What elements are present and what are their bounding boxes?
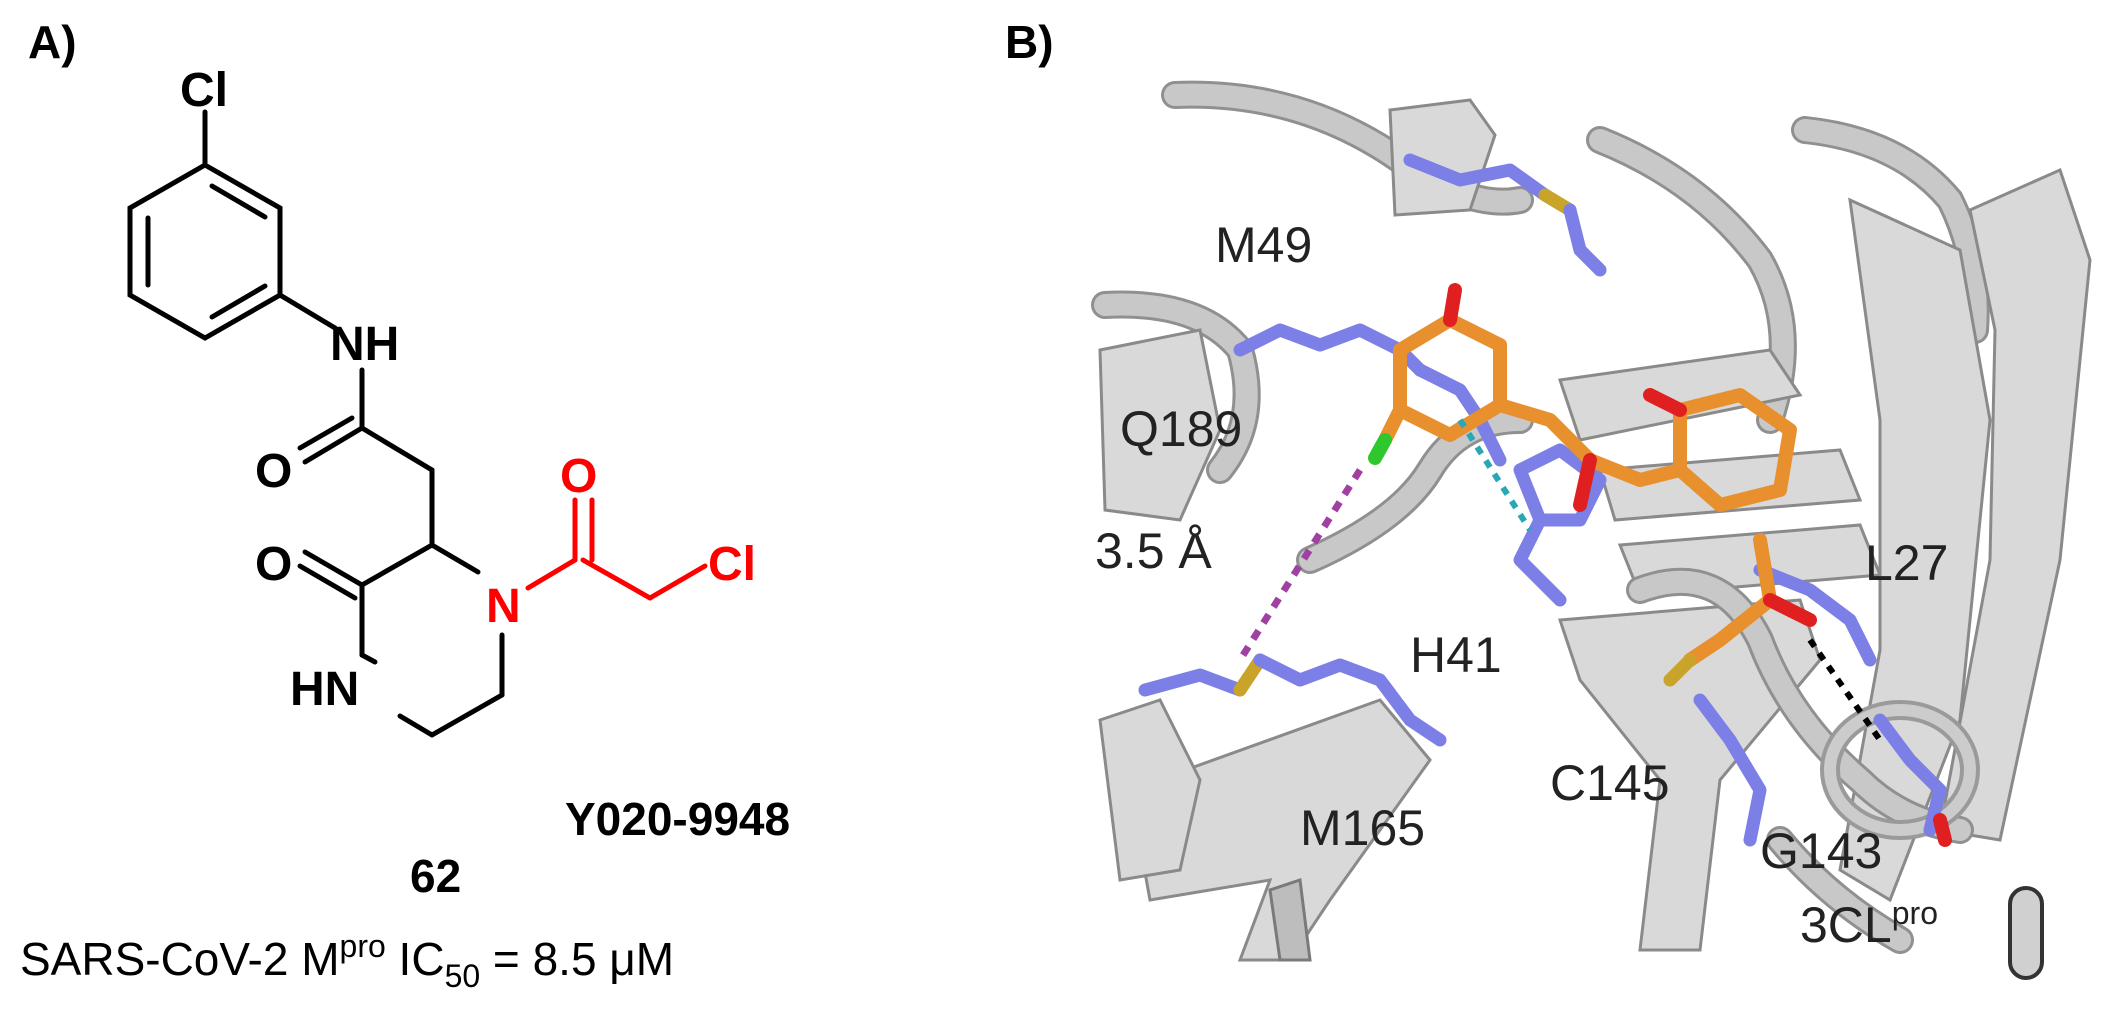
- bond-n-acyl: [525, 557, 578, 591]
- atom-n-acyl: N: [486, 580, 521, 633]
- label-m49: M49: [1215, 217, 1312, 273]
- ligand-sticks: [1368, 283, 1817, 687]
- bond-ch2-cl: [647, 563, 708, 601]
- atom-o-amide: O: [255, 445, 292, 498]
- panel-a: A) Cl NH O O HN: [20, 16, 790, 994]
- protein-ribbon: [1091, 80, 2092, 962]
- compound-id: Y020-9948: [565, 793, 790, 845]
- bond-ch2: [359, 425, 435, 473]
- bond-aryl-nh: [277, 292, 338, 331]
- panel-b: B): [1005, 16, 2092, 980]
- bond-amide-co: [302, 425, 365, 465]
- h-bond: [1807, 638, 1883, 742]
- bond-acyl-ch2: [580, 557, 653, 601]
- label-g143: G143: [1760, 823, 1882, 879]
- pill-icon: [2008, 886, 2044, 980]
- label-l27: L27: [1865, 535, 1948, 591]
- compound-number: 62: [410, 850, 461, 902]
- piperazinone-ring: [359, 542, 505, 738]
- label-c145: C145: [1550, 755, 1670, 811]
- label-q189: Q189: [1120, 401, 1242, 457]
- benzene-ring: [127, 162, 283, 341]
- atom-cl-aryl: Cl: [180, 64, 228, 117]
- atom-cl-acyl: Cl: [708, 538, 756, 591]
- activity-caption: SARS-CoV-2 Mpro IC50 = 8.5 μM: [20, 928, 674, 994]
- atom-nh: NH: [330, 318, 399, 371]
- atom-hn: HN: [290, 663, 359, 716]
- panel-a-label: A): [28, 16, 77, 68]
- pi-contact: [1457, 418, 1533, 532]
- atom-o-acyl: O: [560, 450, 597, 503]
- label-protein: 3CLpro: [1800, 895, 1938, 953]
- bond-lactam-co: [302, 549, 365, 588]
- label-distance: 3.5 Å: [1095, 523, 1212, 579]
- panel-b-label: B): [1005, 16, 1054, 68]
- label-m165: M165: [1300, 800, 1425, 856]
- atom-o-lactam: O: [255, 538, 292, 591]
- label-h41: H41: [1410, 627, 1502, 683]
